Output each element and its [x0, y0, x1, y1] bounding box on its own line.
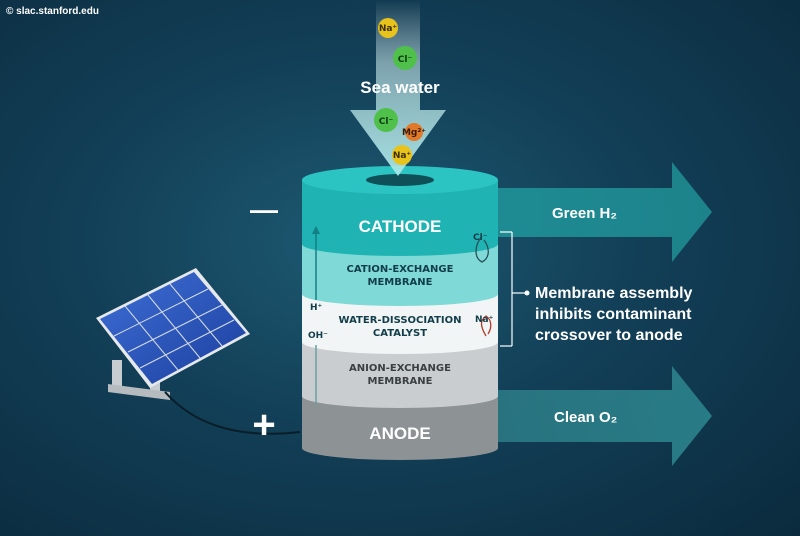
- anion-exchange-membrane-layer: [302, 342, 498, 408]
- plus-sign: +: [252, 403, 275, 447]
- oh-ion-label: OH⁻: [308, 331, 328, 341]
- mg-ion-label: Mg²⁺: [402, 128, 426, 138]
- na-ion-label-small: Na⁺: [475, 315, 494, 325]
- ion-path-left: [312, 226, 320, 405]
- solar-panel-icon: [96, 268, 250, 400]
- minus-sign: —: [250, 194, 278, 225]
- h-ion-label: H⁺: [310, 303, 323, 313]
- power-wire: [164, 391, 301, 435]
- annotation-line-2: inhibits contaminant: [535, 306, 692, 323]
- catalyst-label-2: CATALYST: [373, 328, 427, 339]
- mg-ion: [405, 123, 423, 141]
- clean-oxygen-label: Clean O₂: [554, 409, 617, 426]
- cl-ion-label-small: Cl⁻: [473, 233, 488, 243]
- na-ion-label-top: Na⁺: [379, 24, 398, 34]
- anion-membrane-label-1: ANION-EXCHANGE: [349, 363, 451, 374]
- anion-membrane-label-2: MEMBRANE: [368, 376, 433, 387]
- cl-ion-label-top: Cl⁻: [398, 55, 413, 65]
- annotation-line-3: crossover to anode: [535, 327, 683, 344]
- annotation-line-1: Membrane assembly: [535, 285, 693, 302]
- cation-membrane-label-2: MEMBRANE: [368, 277, 433, 288]
- cathode-layer: [302, 166, 498, 256]
- hydrogen-output-arrow: [470, 162, 712, 262]
- anode-label: ANODE: [369, 424, 430, 443]
- seawater-label: Sea water: [360, 78, 440, 97]
- na-ion-top: [378, 18, 398, 38]
- na-ion-label-bottom: Na⁺: [393, 151, 412, 161]
- oxygen-output-arrow: [470, 366, 712, 466]
- cathode-label: CATHODE: [359, 217, 442, 236]
- green-hydrogen-label: Green H₂: [552, 205, 617, 222]
- credit-text: © slac.stanford.edu: [6, 6, 99, 17]
- na-ion-bottom: [392, 145, 412, 165]
- ion-path-right: [475, 235, 492, 337]
- cl-ion-label-mid: Cl⁻: [379, 117, 394, 127]
- cation-membrane-label-1: CATION-EXCHANGE: [347, 264, 454, 275]
- membrane-bracket: [500, 231, 530, 347]
- cl-ion-top: [393, 46, 417, 70]
- catalyst-label-1: WATER-DISSOCIATION: [339, 315, 462, 326]
- cl-ion-mid: [374, 108, 398, 132]
